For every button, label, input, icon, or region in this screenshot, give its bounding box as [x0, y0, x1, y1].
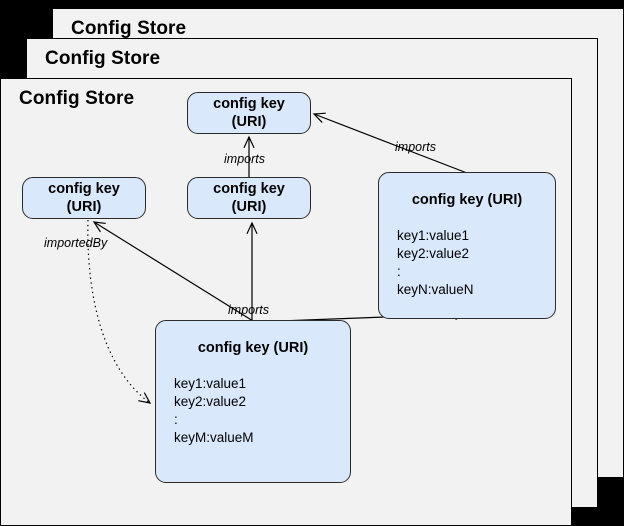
edge-label-imports-mid: imports: [224, 152, 265, 166]
config-key-node-top-title: config key (URI): [209, 95, 289, 131]
frame-title-front: Config Store: [19, 88, 135, 109]
config-key-node-bottom-title: config key (URI): [197, 340, 309, 356]
config-key-node-left-title-line1: config key: [48, 180, 120, 197]
config-key-node-left[interactable]: config key (URI): [22, 177, 146, 219]
config-key-node-left-title: config key (URI): [44, 180, 124, 216]
config-key-node-left-title-line2: (URI): [66, 199, 102, 215]
frame-title-middle: Config Store: [45, 48, 161, 69]
config-key-node-top-title-line1: config key: [213, 95, 285, 112]
config-key-node-top-title-line2: (URI): [231, 114, 267, 130]
config-key-node-top[interactable]: config key (URI): [187, 92, 311, 134]
config-key-node-bottom-keys: key1:value1 key2:value2 : keyM:valueM: [174, 376, 254, 445]
config-key-node-right-title: config key (URI): [411, 192, 523, 208]
config-key-node-middle[interactable]: config key (URI): [187, 177, 311, 219]
frame-title-back: Config Store: [71, 18, 187, 39]
config-key-node-middle-title-line1: config key: [213, 180, 285, 197]
config-key-node-right-keys: key1:value1 key2:value2 : keyN:valueN: [397, 228, 474, 297]
config-key-node-middle-title: config key (URI): [209, 180, 289, 216]
edge-label-imports-low: imports: [228, 303, 269, 317]
config-key-node-bottom[interactable]: config key (URI) key1:value1 key2:value2…: [155, 320, 351, 483]
config-key-node-right[interactable]: config key (URI) key1:value1 key2:value2…: [378, 172, 556, 319]
config-key-node-middle-title-line2: (URI): [231, 199, 267, 215]
edge-label-importedby: importedBy: [44, 236, 108, 250]
edge-label-imports-right: imports: [395, 140, 436, 154]
